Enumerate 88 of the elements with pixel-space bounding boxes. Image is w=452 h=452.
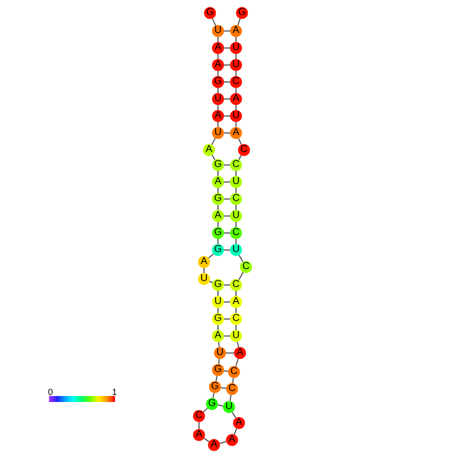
nucleotide-circle: U: [230, 59, 242, 71]
nucleotide-circle: C: [238, 144, 250, 156]
backbone-line: [198, 422, 200, 430]
backbone-line: [237, 18, 241, 26]
backbone-line: [204, 438, 210, 442]
nucleotide-circle: A: [230, 93, 242, 105]
backbone-line: [232, 377, 234, 384]
nucleotide-circle: C: [240, 261, 252, 273]
nucleotide-circle: A: [212, 42, 224, 54]
nucleotide-circle: A: [233, 417, 245, 429]
nucleotide-circle: C: [230, 279, 242, 291]
backbone-line: [202, 408, 208, 412]
scale-tick-label: 1: [112, 388, 118, 397]
base-pair-line: [224, 98, 230, 100]
nucleotide-circle: C: [230, 193, 242, 205]
nucleotide-circle: G: [212, 364, 224, 376]
backbone-line: [211, 138, 216, 146]
backbone-line: [212, 392, 214, 399]
nucleotide-circle: U: [214, 347, 226, 359]
base-pair-line: [224, 164, 230, 166]
nucleotide-circle: G: [212, 193, 224, 205]
nucleotide-circle: U: [230, 244, 242, 256]
base-pair-line: [224, 318, 230, 320]
nucleotide-circle: U: [198, 273, 210, 285]
backbone-line: [238, 272, 244, 280]
nucleotide-circle: U: [223, 401, 235, 413]
nucleotide-circle: A: [212, 210, 224, 222]
nucleotide-circle: C: [230, 159, 242, 171]
nucleotide-circle: G: [212, 244, 224, 256]
nucleotide-circle: U: [230, 42, 242, 54]
nucleotide-circle: U: [230, 176, 242, 188]
nucleotide-circle: A: [212, 330, 224, 342]
nucleotide-circle: A: [230, 296, 242, 308]
nucleotide-circle: G: [212, 76, 224, 88]
nucleotide-circle: A: [193, 429, 205, 441]
nucleotide-circle: C: [226, 383, 238, 395]
nucleotide-circle: C: [230, 227, 242, 239]
backbone-line: [212, 18, 216, 26]
nucleotide-circle: G: [212, 279, 224, 291]
nucleotide-circle: C: [228, 366, 240, 378]
nucleotide-circle: A: [230, 25, 242, 37]
nucleotide-circle: A: [198, 256, 210, 268]
backbone-line: [235, 358, 239, 367]
backbone-line: [236, 341, 240, 348]
nucleotide-circle: U: [212, 93, 224, 105]
nucleotide-circle: A: [212, 59, 224, 71]
nucleotide-circle: G: [212, 313, 224, 325]
nucleotide-circle: A: [230, 127, 242, 139]
base-pair-line: [226, 352, 234, 354]
backbone-line: [229, 394, 232, 402]
base-pair-line: [224, 132, 230, 134]
backbone-line: [238, 254, 244, 262]
nucleotide-circle: C: [230, 76, 242, 88]
nucleotide-circle: U: [230, 330, 242, 342]
backbone-line: [218, 358, 220, 365]
nucleotide-circle: G: [209, 381, 221, 393]
nucleotide-circle: U: [230, 110, 242, 122]
base-pair-line: [220, 387, 227, 389]
nucleotide-circle: G: [212, 159, 224, 171]
nucleotide-circle: A: [212, 110, 224, 122]
nucleotide-circle: A: [208, 439, 220, 451]
nucleotide-circle: G: [212, 227, 224, 239]
nucleotide-circle: U: [212, 127, 224, 139]
base-pair-line: [224, 64, 230, 66]
nucleotide-circle: U: [212, 25, 224, 37]
scale-tick-label: 0: [48, 388, 54, 397]
nucleotide-circle: A: [234, 347, 246, 359]
nucleotide-circle: G: [236, 7, 248, 19]
nucleotide-circle: G: [206, 398, 218, 410]
base-pair-line: [217, 404, 224, 406]
backbone-line: [232, 412, 236, 418]
nucleotide-circle: A: [203, 144, 215, 156]
nucleotide-circle: A: [212, 176, 224, 188]
base-pair-line: [224, 30, 230, 32]
backbone-line: [234, 428, 238, 435]
nucleotide-circle: C: [193, 410, 205, 422]
backbone-line: [218, 341, 220, 348]
backbone-line: [216, 375, 218, 382]
nucleotide-circle: U: [212, 296, 224, 308]
nucleotide-circle: A: [226, 434, 238, 446]
base-pair-line: [224, 284, 230, 286]
nucleotide-circle: G: [204, 7, 216, 19]
base-pair-line: [223, 370, 229, 372]
nucleotide-circle: C: [230, 313, 242, 325]
nucleotide-circle: U: [230, 210, 242, 222]
base-pair-line: [224, 198, 230, 200]
base-pair-line: [224, 232, 230, 234]
backbone-line: [219, 441, 227, 444]
